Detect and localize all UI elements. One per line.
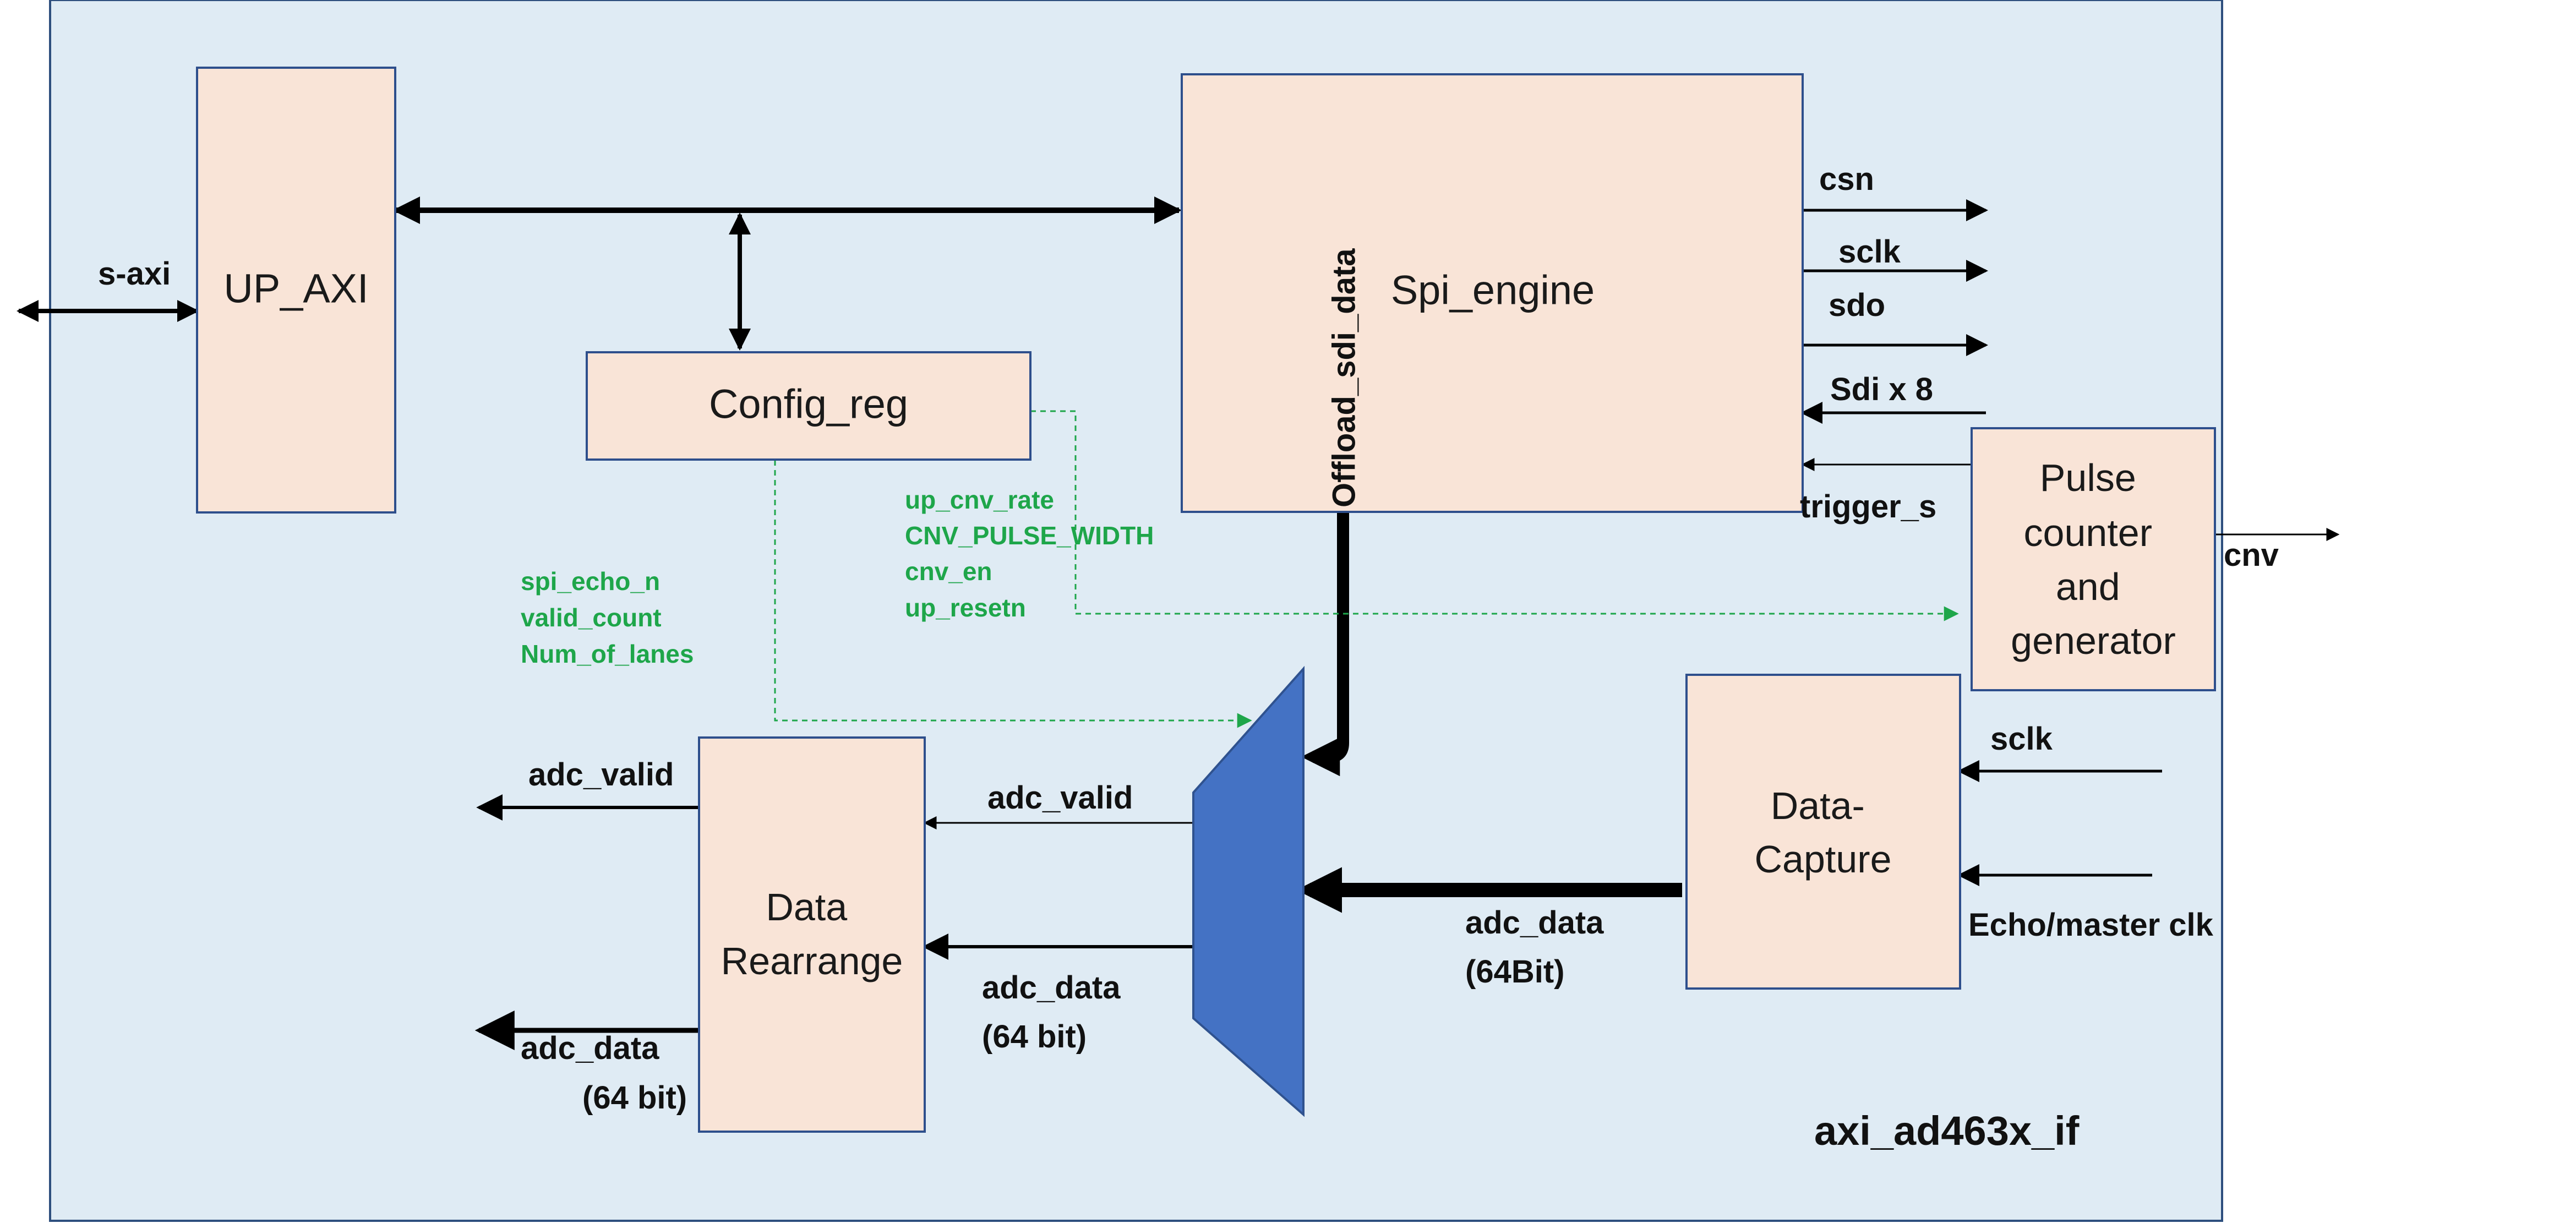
adc-data-mux-line-1: adc_data xyxy=(982,970,1121,1006)
pulse-counter-block xyxy=(1971,427,2216,691)
adc-data-out-line-1: adc_data xyxy=(521,1030,659,1066)
valid-count-label: valid_count xyxy=(521,603,662,632)
offload-sdi-label: Offload_sdi_data xyxy=(1327,248,1362,507)
num-of-lanes-label: Num_of_lanes xyxy=(521,640,694,668)
pulse-counter-line-2: counter xyxy=(2024,511,2152,554)
adc-data-capture-label: adc_data (64Bit) xyxy=(1465,905,1613,990)
config-reg-block xyxy=(586,351,1032,461)
mux-shape xyxy=(1192,665,1305,1117)
trigger-label: trigger_s xyxy=(1800,489,1936,525)
adc-data-capture-line-2: (64Bit) xyxy=(1465,954,1564,990)
sdi-label: Sdi x 8 xyxy=(1830,372,1933,407)
config-to-mux-labels: spi_echo_n valid_count Num_of_lanes xyxy=(521,567,694,668)
adc-valid-mux-label: adc_valid xyxy=(987,780,1133,816)
sclk-in-label: sclk xyxy=(1990,721,2053,757)
data-capture-line-2: Capture xyxy=(1754,838,1891,881)
data-capture-line-1: Data- xyxy=(1771,784,1865,827)
data-rearrange-line-2: Rearrange xyxy=(721,940,903,982)
cnv-label: cnv xyxy=(2224,537,2279,573)
pulse-counter-line-3: and xyxy=(2056,565,2120,608)
adc-data-mux-line-2: (64 bit) xyxy=(982,1019,1087,1055)
adc-data-mux-label: adc_data (64 bit) xyxy=(982,970,1129,1055)
up-resetn-label: up_resetn xyxy=(905,593,1026,622)
data-rearrange-line-1: Data xyxy=(766,886,847,929)
cnv-pulse-width-label: CNV_PULSE_WIDTH xyxy=(905,521,1154,550)
pulse-counter-line-1: Pulse xyxy=(2040,456,2136,499)
config-to-pulse-line xyxy=(1030,410,1959,621)
spi-echo-n-label: spi_echo_n xyxy=(521,567,660,596)
adc-data-out-label: adc_data (64 bit) xyxy=(521,1030,687,1116)
spi-engine-block xyxy=(1181,73,1804,513)
up-axi-label: UP_AXI xyxy=(223,266,368,312)
adc-valid-out-label: adc_valid xyxy=(528,757,674,793)
csn-label: csn xyxy=(1819,161,1874,197)
pulse-counter-label: Pulse counter and generator xyxy=(2011,456,2176,662)
data-capture-block xyxy=(1685,674,1961,990)
pulse-counter-line-4: generator xyxy=(2011,619,2176,662)
echo-clk-label: Echo/master clk xyxy=(1968,907,2214,943)
data-capture-label: Data- Capture xyxy=(1754,784,1891,881)
diagram-title: axi_ad463x_if xyxy=(1814,1108,2080,1154)
sclk-out-label: sclk xyxy=(1838,234,1901,270)
offload-sdi-wire xyxy=(1301,511,1349,777)
sdo-label: sdo xyxy=(1829,287,1885,323)
data-rearrange-block xyxy=(698,736,926,1133)
adc-data-out-line-2: (64 bit) xyxy=(582,1080,687,1116)
up-cnv-rate-label: up_cnv_rate xyxy=(905,485,1054,514)
cnv-en-label: cnv_en xyxy=(905,557,992,586)
spi-engine-label: Spi_engine xyxy=(1391,267,1595,313)
config-to-mux-line xyxy=(760,445,1252,728)
adc-data-capture-line-1: adc_data xyxy=(1465,905,1604,941)
config-to-pulse-labels: up_cnv_rate CNV_PULSE_WIDTH cnv_en up_re… xyxy=(905,485,1161,622)
up-axi-block xyxy=(196,67,396,514)
s-axi-label: s-axi xyxy=(98,256,171,292)
config-reg-label: Config_reg xyxy=(709,381,908,427)
data-rearrange-label: Data Rearrange xyxy=(721,886,903,982)
